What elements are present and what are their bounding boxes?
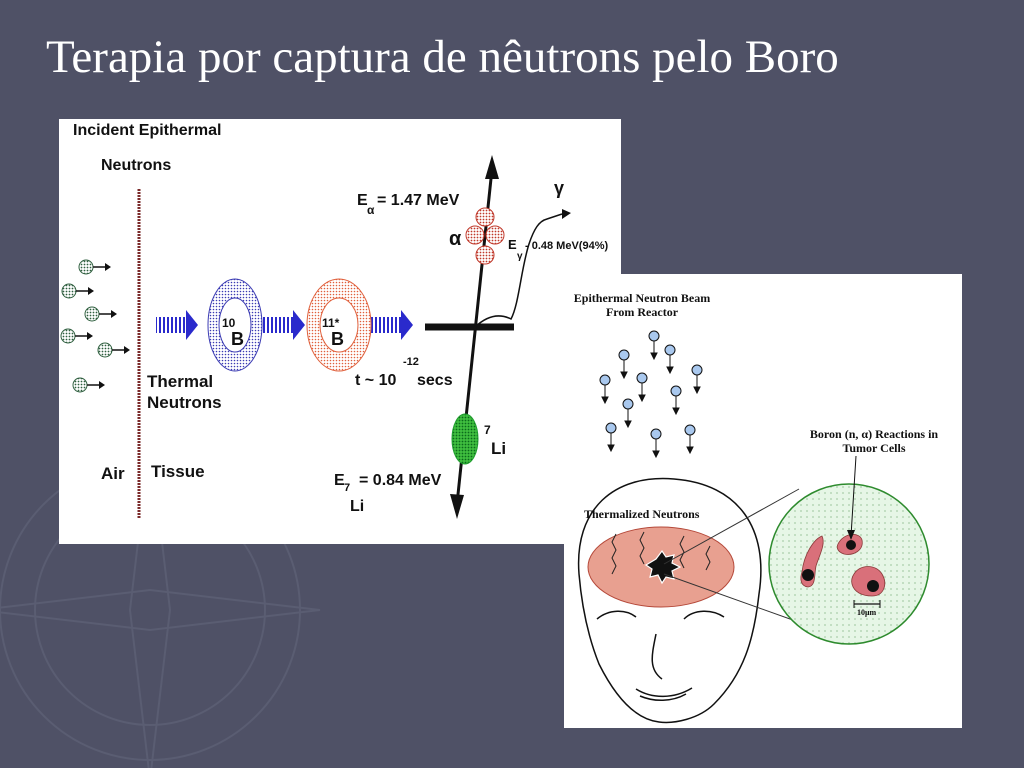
alpha-energy-prefix: E (357, 192, 368, 209)
lithium-energy-value: = 0.84 MeV (359, 472, 442, 489)
neutron-particle (670, 385, 682, 416)
neutron-particle (61, 283, 94, 299)
time-exponent: -12 (403, 356, 419, 368)
tumor-cells-zoom (768, 483, 930, 645)
neutron-particle (648, 330, 660, 361)
beam-label-line2: From Reactor (606, 305, 679, 319)
neutron-particle (664, 344, 676, 375)
neutron-particle (622, 398, 634, 429)
boron-10-nucleus: 10 B (207, 278, 263, 372)
gamma-energy-value: - 0.48 MeV(94%) (525, 240, 608, 252)
zoom-connector-top (663, 488, 800, 565)
boron-10-mass: 10 (222, 316, 236, 330)
neutron-particle (84, 306, 117, 322)
gamma-ray-path (474, 213, 563, 328)
incident-label-line1: Incident Epithermal (73, 122, 221, 139)
lithium-direction-arrowhead (450, 494, 464, 519)
neutron-particle (691, 364, 703, 395)
bnct-reaction-diagram: Incident Epithermal Neutrons Thermal Neu… (59, 119, 621, 544)
alpha-symbol: α (449, 228, 462, 250)
alpha-energy-subscript: α (367, 203, 375, 217)
slide-title: Terapia por captura de nêutrons pelo Bor… (46, 31, 839, 83)
boron-11-symbol: B (331, 329, 344, 349)
gamma-symbol: γ (554, 178, 564, 198)
thermalized-neutron-paths (611, 531, 711, 575)
lithium-energy-under: Li (350, 498, 364, 515)
lithium-7-nucleus (451, 413, 479, 465)
tissue-label: Tissue (151, 462, 205, 481)
alpha-energy-value: = 1.47 MeV (377, 192, 460, 209)
boron-11-nucleus: 11* B (306, 278, 372, 372)
thermal-label-line1: Thermal (147, 372, 213, 391)
alpha-direction-arrowhead (485, 155, 499, 179)
incident-label-line2: Neutrons (101, 157, 171, 174)
tumor-cells (800, 534, 886, 597)
neutron-particle (684, 424, 696, 455)
epithermal-neutrons (599, 330, 703, 459)
thermal-neutron-arrow (156, 310, 198, 340)
time-unit: secs (417, 372, 453, 389)
reactions-label-line2: Tumor Cells (842, 441, 905, 455)
neutron-particle (618, 349, 630, 380)
lithium-energy-subscript: 7 (344, 482, 350, 494)
reactions-pointer-arrowhead (847, 530, 855, 540)
thermal-neutron-arrow (263, 310, 305, 340)
reactions-label-line1: Boron (n, α) Reactions in (810, 427, 938, 441)
incident-neutrons (60, 259, 130, 393)
neutron-particle (72, 377, 105, 393)
lithium-energy-prefix: E (334, 472, 345, 489)
thermal-neutron-arrow (371, 310, 413, 340)
neutron-particle (599, 374, 611, 405)
neutron-particle (605, 422, 617, 453)
lithium-7-symbol: Li (491, 439, 506, 458)
neutron-particle (97, 342, 130, 358)
boron-11-mass: 11* (322, 316, 340, 330)
neutron-particle (60, 328, 93, 344)
gamma-arrowhead (562, 209, 571, 219)
air-label: Air (101, 464, 125, 483)
reactions-pointer (850, 455, 857, 537)
zoom-connector-bottom (663, 573, 805, 625)
neutron-particle (636, 372, 648, 403)
boron-10-symbol: B (231, 329, 244, 349)
gamma-energy-subscript: γ (517, 251, 523, 262)
beam-label-line1: Epithermal Neutron Beam (574, 291, 710, 305)
gamma-energy-prefix: E (508, 237, 517, 252)
time-prefix: t ~ 10 (355, 372, 396, 389)
thermalized-label: Thermalized Neutrons (584, 507, 700, 521)
lithium-7-mass: 7 (484, 423, 491, 437)
alpha-particle (465, 207, 505, 265)
bnct-treatment-diagram: Epithermal Neutron Beam From Reactor (564, 274, 962, 728)
neutron-particle (78, 259, 111, 275)
neutron-particle (650, 428, 662, 459)
thermal-label-line2: Neutrons (147, 393, 222, 412)
scale-bar-label: 10μm (857, 608, 877, 617)
boron-reaction-site (644, 549, 682, 585)
